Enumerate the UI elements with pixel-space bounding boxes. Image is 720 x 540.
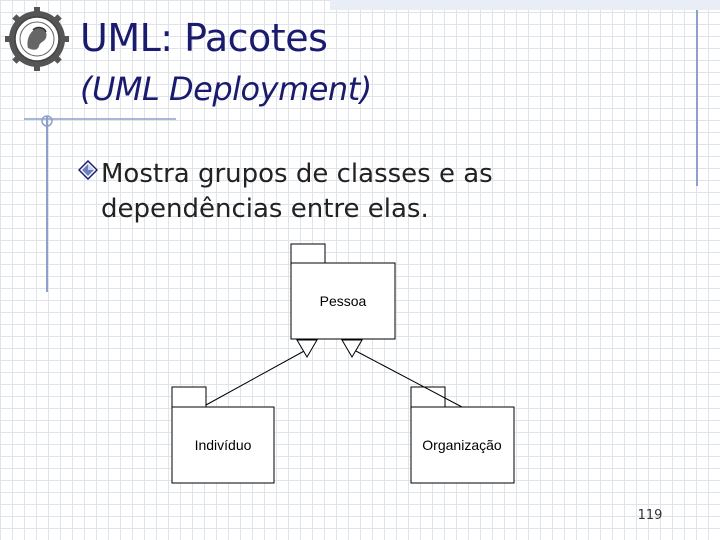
slide-title: UML: Pacotes (80, 16, 328, 60)
page-number: 119 (637, 508, 663, 523)
package-label-organizacao: Organização (422, 437, 502, 453)
generalization-line-individuo (205, 349, 307, 406)
bullet-text: Mostra grupos de classes e as dependênci… (101, 159, 493, 224)
diamond-bullet-icon (78, 160, 98, 180)
package-pessoa: Pessoa (290, 243, 396, 340)
package-organizacao: Organização (410, 386, 515, 484)
gear-seal-logo-icon (5, 7, 69, 71)
slide-subtitle: (UML Deployment) (80, 70, 372, 108)
package-individuo: Indivíduo (171, 386, 275, 484)
generalization-arrowhead-icon (296, 339, 318, 358)
generalization-arrowhead-icon (341, 339, 363, 358)
package-label-individuo: Indivíduo (195, 437, 252, 453)
generalization-line-organizacao (353, 349, 463, 408)
package-label-pessoa: Pessoa (320, 293, 367, 309)
